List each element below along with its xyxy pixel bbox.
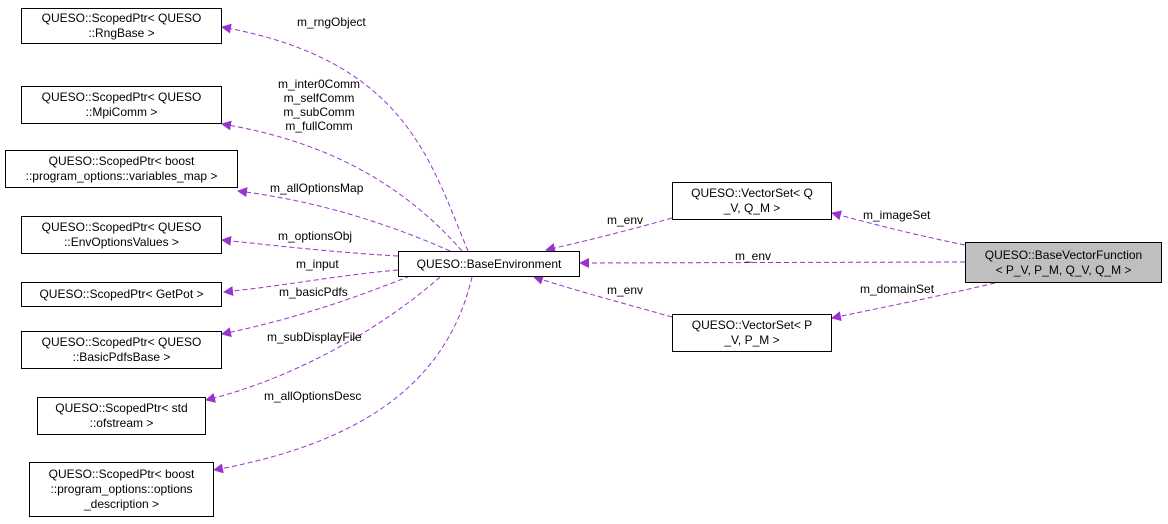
node-line: _V, P_M >	[724, 333, 780, 347]
node-vectorset-p[interactable]: QUESO::VectorSet< P _V, P_M >	[672, 314, 832, 352]
node-scopedptr-rngbase[interactable]: QUESO::ScopedPtr< QUESO ::RngBase >	[21, 8, 222, 44]
edge-env-from-vectorset-p	[533, 275, 673, 318]
edge-input	[223, 269, 399, 297]
node-line: ::BasicPdfsBase >	[72, 350, 171, 364]
edge-label-line: m_subComm	[283, 105, 355, 119]
node-line: QUESO::ScopedPtr< QUESO	[41, 11, 202, 25]
edge-all-options-desc	[213, 276, 473, 474]
node-line: QUESO::VectorSet< P	[691, 318, 813, 332]
edge-env-direct	[579, 257, 966, 268]
node-line: _V, Q_M >	[723, 201, 781, 215]
edge-label-rng-object: m_rngObject	[297, 15, 366, 29]
node-scopedptr-basicpdfsbase[interactable]: QUESO::ScopedPtr< QUESO ::BasicPdfsBase …	[21, 331, 222, 369]
node-scopedptr-envoptionsvalues[interactable]: QUESO::ScopedPtr< QUESO ::EnvOptionsValu…	[21, 216, 222, 254]
node-scopedptr-variables-map[interactable]: QUESO::ScopedPtr< boost ::program_option…	[5, 150, 238, 188]
node-line: ::MpiComm >	[85, 105, 158, 119]
edge-rng-object	[221, 23, 469, 252]
node-line: QUESO::BaseVectorFunction	[984, 247, 1143, 262]
node-line: ::program_options::variables_map >	[25, 169, 218, 183]
node-line: QUESO::ScopedPtr< QUESO	[41, 90, 202, 104]
edge-label-options-obj: m_optionsObj	[278, 229, 353, 243]
edge-label-line: m_inter0Comm	[277, 77, 361, 91]
node-line: QUESO::BaseEnvironment	[416, 256, 562, 271]
node-scopedptr-options-description[interactable]: QUESO::ScopedPtr< boost ::program_option…	[29, 462, 214, 517]
node-line: QUESO::ScopedPtr< boost	[48, 467, 195, 481]
edge-comms	[221, 120, 463, 252]
edge-label-env-vectorset-q: m_env	[607, 213, 644, 227]
node-line: _description >	[83, 497, 160, 511]
edge-options-obj	[221, 235, 399, 257]
edge-label-basic-pdfs: m_basicPdfs	[279, 285, 348, 299]
edge-label-input: m_input	[296, 257, 339, 271]
node-line: QUESO::ScopedPtr< std	[55, 401, 188, 415]
node-vectorset-q[interactable]: QUESO::VectorSet< Q _V, Q_M >	[672, 182, 832, 220]
node-base-vector-function[interactable]: QUESO::BaseVectorFunction < P_V, P_M, Q_…	[965, 242, 1162, 283]
edge-label-sub-display-file: m_subDisplayFile	[267, 330, 362, 344]
edge-label-line: m_fullComm	[285, 119, 353, 133]
node-scopedptr-getpot[interactable]: QUESO::ScopedPtr< GetPot >	[21, 282, 222, 307]
node-line: < P_V, P_M, Q_V, Q_M >	[995, 262, 1132, 277]
node-line: QUESO::VectorSet< Q	[691, 186, 813, 200]
node-scopedptr-mpicomm[interactable]: QUESO::ScopedPtr< QUESO ::MpiComm >	[21, 86, 222, 124]
edge-label-env-vectorset-p: m_env	[607, 283, 644, 297]
edge-image-set	[831, 210, 966, 246]
edge-label-domain-set: m_domainSet	[860, 282, 935, 296]
node-line: ::EnvOptionsValues >	[64, 235, 179, 249]
edge-label-image-set: m_imageSet	[863, 208, 931, 222]
node-line: QUESO::ScopedPtr< GetPot >	[39, 287, 204, 301]
node-scopedptr-ofstream[interactable]: QUESO::ScopedPtr< std ::ofstream >	[37, 397, 206, 435]
edge-domain-set	[831, 282, 996, 322]
node-base-environment[interactable]: QUESO::BaseEnvironment	[398, 251, 580, 277]
node-line: QUESO::ScopedPtr< boost	[48, 154, 195, 168]
edge-basic-pdfs	[221, 275, 411, 338]
edge-label-line: m_selfComm	[283, 91, 355, 105]
edge-label-all-options-desc: m_allOptionsDesc	[264, 389, 362, 403]
edge-env-from-vectorset-q	[545, 217, 673, 253]
node-line: ::RngBase >	[88, 26, 155, 40]
edge-all-options-map	[237, 187, 451, 252]
edge-label-env-direct: m_env	[735, 249, 772, 263]
edge-label-all-options-map: m_allOptionsMap	[270, 181, 364, 195]
edge-label-comms: m_inter0Comm m_selfComm m_subComm m_full…	[272, 77, 366, 133]
node-line: ::ofstream >	[89, 416, 154, 430]
node-line: ::program_options::options	[50, 482, 193, 496]
node-line: QUESO::ScopedPtr< QUESO	[41, 220, 202, 234]
node-line: QUESO::ScopedPtr< QUESO	[41, 335, 202, 349]
edge-sub-display-file	[205, 276, 441, 403]
